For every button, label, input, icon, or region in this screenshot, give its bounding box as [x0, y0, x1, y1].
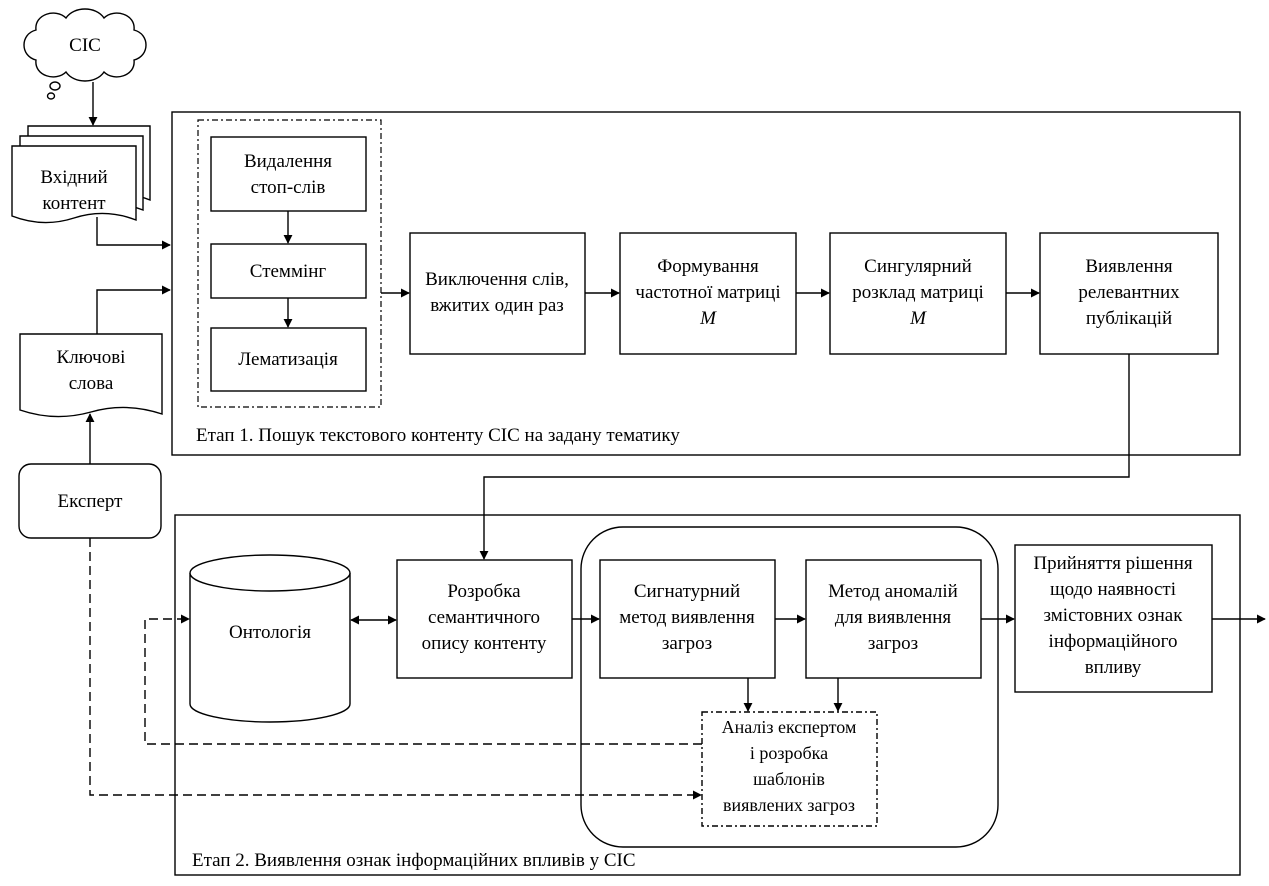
expert-analysis-line1: Аналіз експертом	[722, 717, 857, 737]
ontology-label: Онтологія	[229, 622, 311, 643]
anomaly-box	[805, 559, 982, 679]
anomaly-line2: для виявлення	[835, 607, 951, 628]
expert-analysis-line4: виявлених загроз	[723, 795, 855, 815]
exclude-words-line2: вжитих один раз	[430, 295, 564, 316]
decision-line3: змістовних ознак	[1044, 605, 1184, 626]
relevant-line1: Виявлення	[1085, 256, 1173, 277]
decision-line1: Прийняття рішення	[1033, 553, 1192, 574]
connectors	[85, 82, 1266, 800]
semantic-box	[396, 559, 573, 679]
lemmatization-label: Лематизація	[238, 349, 338, 370]
signature-box	[599, 559, 776, 679]
stage2-label: Етап 2. Виявлення ознак інформаційних вп…	[192, 850, 636, 871]
signature-line1: Сигнатурний	[634, 581, 740, 602]
stopwords-line2: стоп-слів	[251, 177, 326, 198]
freq-matrix-line1: Формування	[657, 256, 759, 277]
relevant-line2: релевантних	[1078, 282, 1180, 303]
expert-analysis-line2: і розробка	[750, 743, 828, 763]
expert-analysis-box	[701, 711, 878, 827]
keywords-line2: слова	[69, 373, 114, 394]
stopwords-box	[210, 136, 367, 212]
semantic-line1: Розробка	[447, 581, 521, 602]
semantic-line2: семантичного	[428, 607, 540, 628]
svd-line2: розклад матриці	[852, 282, 984, 303]
decision-line4: інформаційного	[1049, 631, 1178, 652]
anomaly-line1: Метод аномалій	[828, 581, 958, 602]
freq-matrix-box	[619, 232, 797, 355]
svd-line1: Сингулярний	[864, 256, 972, 277]
lemmatization-box	[210, 327, 367, 392]
svd-line3: M	[909, 308, 927, 329]
freq-matrix-line2: частотної матриці	[635, 282, 780, 303]
freq-matrix-line3: M	[699, 308, 717, 329]
input-content-line1: Вхідний	[40, 167, 107, 188]
input-content-line2: контент	[42, 193, 106, 214]
sis-cloud: СІС	[23, 8, 147, 100]
ontology-cylinder: Онтологія	[189, 554, 351, 723]
stemming-box	[210, 243, 367, 299]
keywords-line1: Ключові	[57, 347, 126, 368]
decision-box	[1014, 544, 1213, 693]
exclude-words-box	[409, 232, 586, 355]
keywords-doc: Ключові слова	[19, 333, 163, 418]
relevant-box	[1039, 232, 1219, 355]
expert-analysis-line3: шаблонів	[753, 769, 825, 789]
expert-label: Експерт	[58, 491, 124, 512]
exclude-words-line1: Виключення слів,	[425, 269, 569, 290]
stage2-frame	[174, 514, 1241, 876]
relevant-line3: публікацій	[1086, 308, 1172, 329]
stemming-label: Стеммінг	[250, 261, 327, 282]
stopwords-line1: Видалення	[244, 151, 332, 172]
stage1-frame	[171, 111, 1241, 456]
decision-line2: щодо наявності	[1050, 579, 1176, 600]
semantic-line3: опису контенту	[422, 633, 547, 654]
stage1-label: Етап 1. Пошук текстового контенту СІС на…	[196, 425, 680, 446]
decision-line5: впливу	[1085, 657, 1142, 678]
signature-line2: метод виявлення	[619, 607, 755, 628]
threat-methods-group	[580, 526, 999, 848]
anomaly-line3: загроз	[868, 633, 918, 654]
preprocessing-group	[197, 119, 382, 408]
input-content-docs: Вхідний контент	[11, 125, 151, 224]
sis-cloud-label: СІС	[69, 35, 101, 56]
signature-line3: загроз	[662, 633, 712, 654]
